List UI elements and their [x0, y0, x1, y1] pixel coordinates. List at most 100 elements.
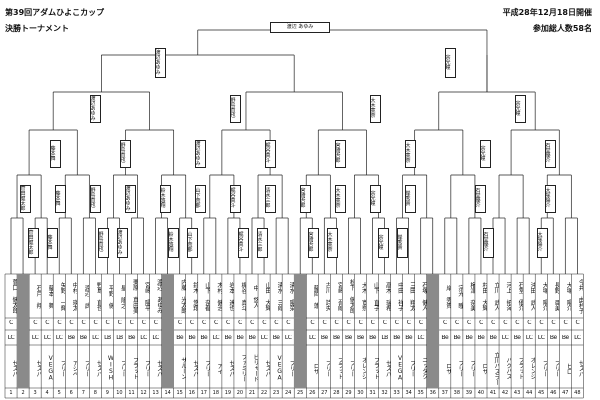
player-rac: Be [200, 335, 208, 341]
player-club: C [479, 320, 483, 326]
player-rac: LC [260, 335, 268, 341]
player-club: C [322, 320, 327, 326]
seed-number: 12 [140, 390, 147, 396]
player-rac: Be [369, 335, 376, 341]
player-name: 石堂 優介 [517, 281, 524, 311]
player-rac: LC [152, 335, 159, 341]
seed-number: 37 [441, 390, 448, 396]
seed-number: 7 [81, 390, 85, 396]
player-name: 山下 奈都 [203, 281, 210, 311]
player-rub: ニッタク [420, 357, 427, 379]
quarterfinalist-box: 宮崎 吾郎 [334, 140, 346, 168]
player-club: C [57, 320, 62, 326]
player-club: C [551, 320, 556, 326]
player-rub: フリー [408, 359, 415, 377]
player-rac: Be [67, 335, 75, 341]
player-name: 清水 陽菜 [288, 281, 295, 311]
player-rac: LC [43, 335, 51, 341]
player-rub: フリー [59, 359, 66, 377]
player-club: C [310, 320, 315, 326]
player-name: 内藤 光太朗 [179, 279, 186, 313]
player-rac: Be [561, 335, 569, 341]
seed-number: 23 [272, 390, 280, 396]
seed-number: 15 [176, 390, 183, 396]
round32-box: 石堂 優介 [482, 228, 494, 258]
player-rac: Be [176, 335, 184, 341]
player-rac: Be [513, 335, 521, 341]
seed-number: 29 [345, 390, 352, 396]
seed-number: 24 [284, 390, 292, 396]
player-rac: LC [417, 335, 424, 341]
player-rub: セスパ [155, 359, 162, 377]
player-club: C [454, 320, 459, 326]
seed-number: 40 [477, 390, 485, 396]
player-rac: Be [344, 335, 352, 341]
quarterfinalist-box: 宗光 瞳 [479, 140, 491, 168]
seed-number: 26 [309, 390, 316, 396]
player-rub: フラット [336, 357, 343, 379]
seed-number: 17 [200, 390, 207, 396]
seed-number: 20 [236, 390, 244, 396]
seed-number: 21 [248, 390, 256, 396]
player-rac: LC [284, 335, 292, 341]
player-rac: Be [224, 335, 232, 341]
player-rub: VEGA [276, 355, 283, 381]
player-rub: セスパ [191, 359, 198, 377]
player-rub: VEGA [396, 355, 403, 381]
player-club: C [539, 320, 544, 326]
finalist-box: 宗光 瞳 [444, 48, 456, 78]
player-name: 星 隆之 [119, 284, 126, 308]
player-name: 古川 詩央 [324, 281, 331, 311]
player-rub: フリー [83, 359, 90, 377]
seed-number: 27 [321, 390, 328, 396]
seed-number: 9 [105, 390, 109, 396]
player-name: 中村 瑛太 [71, 281, 78, 311]
seed-number: 39 [465, 390, 473, 396]
player-rac: Be [79, 335, 87, 341]
player-club: C [346, 320, 351, 326]
seed-number: 16 [188, 390, 195, 396]
player-name: 岩本 達也 [227, 281, 234, 311]
seed-number: 25 [297, 390, 304, 396]
seed-number: 4 [45, 390, 49, 396]
player-name: 長野 亜美 [553, 281, 560, 311]
player-column [294, 274, 307, 388]
round16-box: 大塚 陽介 [544, 185, 556, 213]
player-rac: LC [140, 335, 147, 341]
player-club: C [515, 320, 519, 326]
player-rub: セスパ [384, 359, 391, 377]
player-club: C [467, 320, 471, 326]
round16-box: 宮崎 吾郎 [299, 185, 311, 213]
player-column [17, 274, 30, 388]
player-name: 沖田 武人 [529, 281, 536, 311]
round32-box: 藤本 舞 [46, 228, 58, 258]
round16-box: 梶谷 真斗 [229, 185, 241, 213]
player-rub: 立川ハスラー [493, 351, 499, 385]
seed-number: 1 [9, 390, 13, 396]
player-name: 権津 奈美 [468, 281, 475, 311]
player-rac: Be [441, 335, 449, 341]
seed-number: 31 [369, 390, 376, 396]
player-club: C [213, 320, 218, 326]
player-name: 石塚 健人 [420, 281, 427, 311]
player-club: C [575, 320, 580, 326]
seed-number: 28 [333, 390, 340, 396]
player-rub: ロサ [480, 362, 487, 374]
player-name: 宮崎 吾郎 [336, 281, 343, 311]
champion-box: 渡辺 あゆみ [270, 22, 330, 33]
player-club: C [105, 320, 110, 326]
